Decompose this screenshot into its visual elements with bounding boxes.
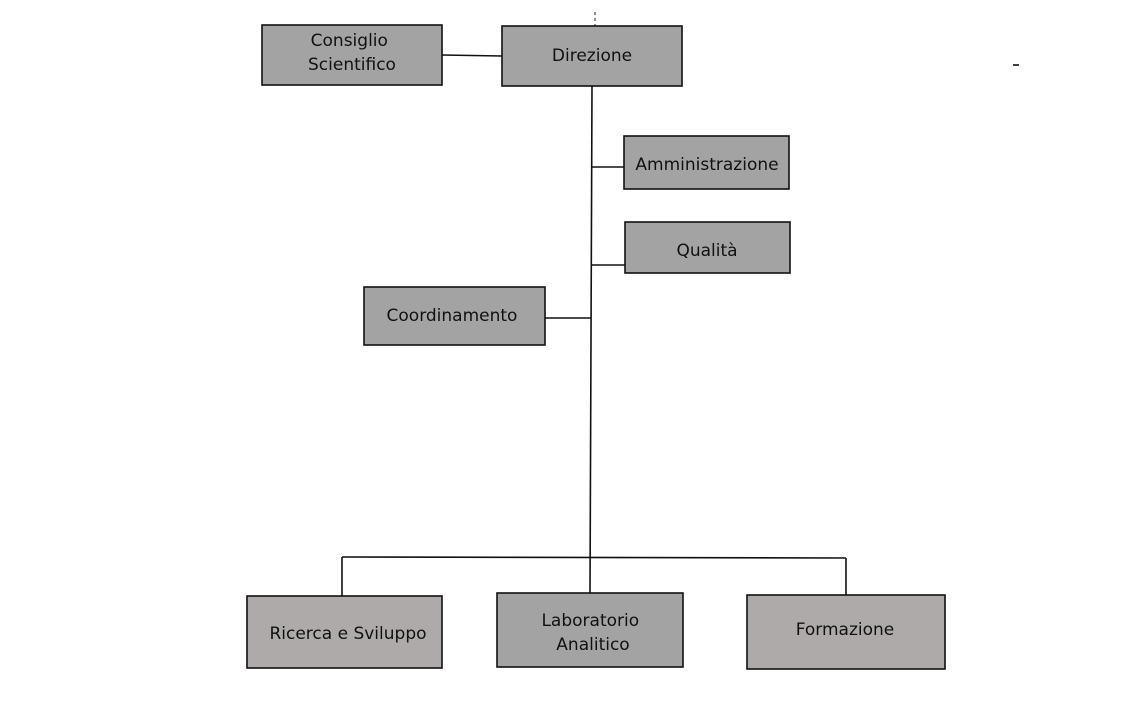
label-consiglio-scientifico: Consiglio Scientifico: [308, 31, 396, 75]
connector-main-trunk: [589, 85, 593, 594]
label-laboratorio-line-1: Laboratorio: [541, 611, 639, 631]
label-amministrazione: Amministrazione: [635, 155, 778, 175]
node-laboratorio-analitico: Laboratorio Analitico: [496, 592, 684, 668]
label-ricerca-e-sviluppo: Ricerca e Sviluppo: [269, 624, 426, 644]
connector-bottom-bus: [341, 556, 847, 559]
label-laboratorio-analitico: Laboratorio Analitico: [541, 611, 644, 655]
label-direzione: Direzione: [552, 46, 632, 66]
box-coordinamento: [363, 286, 546, 346]
label-consiglio-line-2: Scientifico: [308, 55, 396, 75]
connector-consiglio-direzione: [441, 54, 503, 57]
node-qualita: Qualità: [624, 221, 791, 274]
box-formazione: [746, 594, 946, 670]
box-ricerca-e-sviluppo: [246, 595, 443, 669]
box-amministrazione: [623, 135, 790, 190]
label-qualita: Qualità: [676, 241, 737, 261]
label-consiglio-line-1: Consiglio: [311, 31, 388, 51]
box-direzione: [501, 25, 683, 87]
box-consiglio-scientifico: [261, 24, 443, 86]
node-formazione: Formazione: [746, 594, 946, 670]
label-formazione: Formazione: [796, 620, 895, 640]
box-qualita: [624, 221, 791, 274]
node-direzione: Direzione: [501, 25, 683, 87]
node-coordinamento: Coordinamento: [363, 286, 546, 346]
connectors: [341, 54, 847, 596]
label-coordinamento: Coordinamento: [387, 306, 518, 326]
label-laboratorio-line-2: Analitico: [556, 635, 629, 655]
box-laboratorio-analitico: [496, 592, 684, 668]
node-consiglio-scientifico: Consiglio Scientifico: [261, 24, 443, 86]
node-amministrazione: Amministrazione: [623, 135, 790, 190]
node-ricerca-e-sviluppo: Ricerca e Sviluppo: [246, 595, 443, 669]
